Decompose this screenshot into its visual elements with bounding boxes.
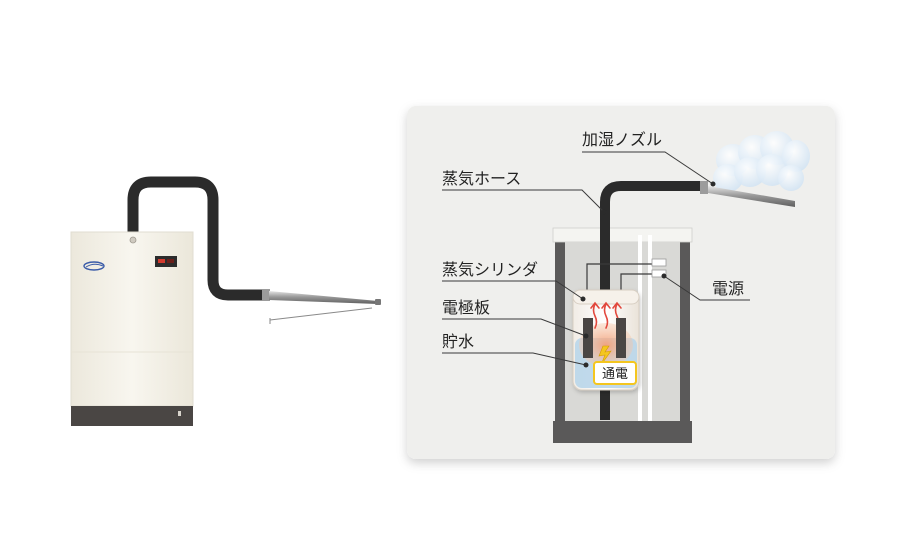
cabinet-divider-right <box>648 235 652 421</box>
unit-base-keyhole <box>178 411 181 416</box>
leader-dots <box>580 181 716 368</box>
electrode-right <box>616 318 626 358</box>
unit-nozzle-tip <box>375 299 381 305</box>
current-label-box <box>593 361 637 385</box>
power-terminal-bottom <box>651 269 667 278</box>
cabinet-top <box>552 227 693 243</box>
leader-lines <box>442 151 750 366</box>
cabinet-base <box>553 421 692 443</box>
label-power-supply: 電源 <box>712 279 744 298</box>
unit-nozzle-collar <box>262 289 270 301</box>
electrode-left <box>583 318 593 358</box>
unit-nozzle-pipe <box>269 291 378 304</box>
label-water-storage: 貯水 <box>442 332 474 351</box>
unit-display <box>155 256 177 267</box>
label-humidifier-nozzle: 加湿ノズル <box>582 130 662 149</box>
brand-logo-icon <box>83 261 105 271</box>
label-steam-hose: 蒸気ホース <box>442 169 521 188</box>
label-electrode-plate: 電極板 <box>442 298 490 317</box>
humidifier-unit <box>70 176 381 426</box>
lightning-bolt-icon <box>598 345 612 366</box>
unit-display-digit <box>167 259 174 263</box>
brand-logo-swoosh-icon <box>85 263 104 268</box>
steam-cloud-icon <box>713 131 810 192</box>
unit-display-led <box>158 259 165 263</box>
unit-steam-hose <box>127 176 271 301</box>
diagram-nozzle-collar <box>700 181 708 194</box>
unit-base <box>71 406 193 426</box>
cutaway-panel: 通電 加湿ノズル 蒸気ホース 蒸気シリンダ <box>407 106 835 459</box>
current-label: 通電 <box>602 367 628 382</box>
unit-nozzle-bracket <box>269 307 373 321</box>
diagram-nozzle-pipe <box>708 186 795 207</box>
cabinet-divider-left <box>638 235 642 421</box>
power-terminal-top <box>651 258 667 267</box>
label-steam-cylinder: 蒸気シリンダ <box>442 260 538 279</box>
unit-screw <box>129 236 137 244</box>
diagram-steam-hose <box>600 181 700 420</box>
